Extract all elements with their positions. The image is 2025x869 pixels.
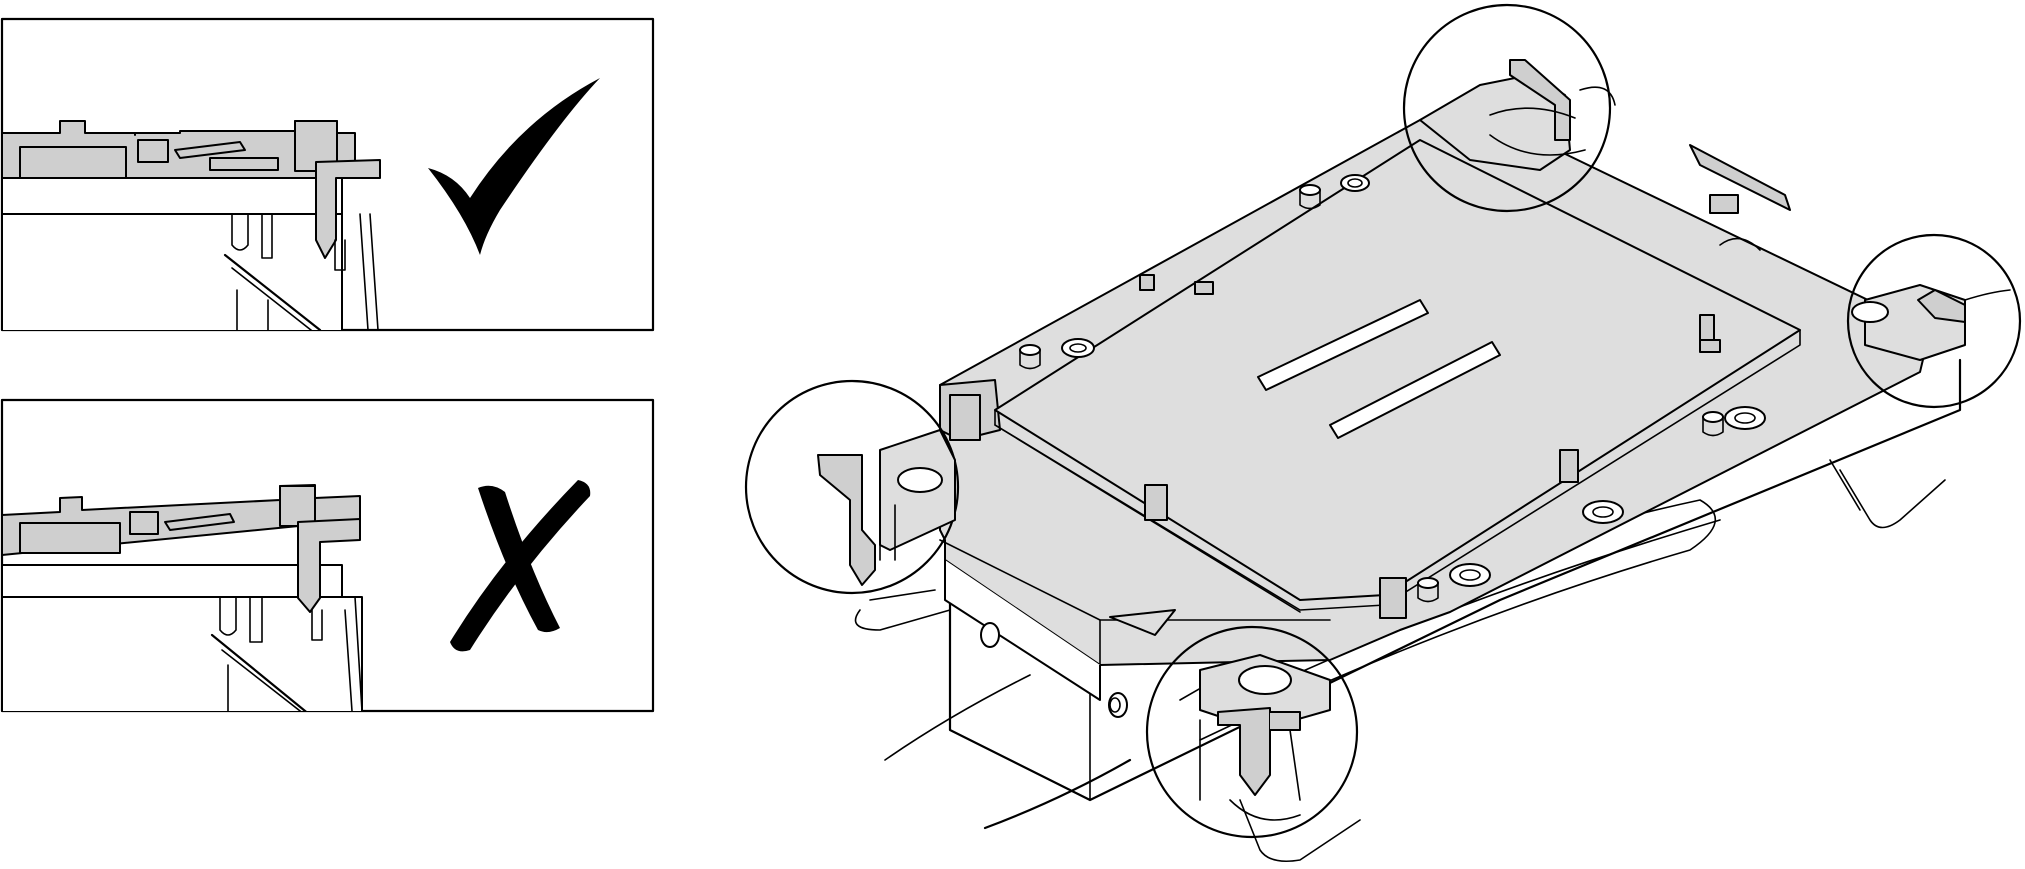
screw-post-3 — [1417, 577, 1439, 603]
incorrect-clip-detail — [2, 484, 363, 711]
side-hole-2 — [1108, 692, 1128, 718]
screw-hole-4 — [1340, 174, 1370, 192]
callout-top — [1402, 3, 1616, 213]
screw-hole-3 — [1449, 563, 1491, 587]
callout-right — [1846, 233, 2022, 409]
checkmark-icon — [428, 78, 600, 255]
screw-hole-5 — [1582, 500, 1624, 524]
incorrect-detail-panel — [0, 398, 655, 713]
correct-detail-panel — [0, 17, 655, 332]
x-mark-icon — [450, 480, 591, 652]
screw-hole-1 — [1061, 338, 1095, 358]
screw-post-1 — [1299, 184, 1321, 210]
screw-hole-2 — [1724, 406, 1766, 430]
side-hole-1 — [980, 622, 1000, 648]
callout-bottom — [1145, 625, 1359, 839]
screw-post-2 — [1019, 344, 1041, 370]
callout-left — [744, 379, 960, 595]
correct-clip-detail — [2, 120, 381, 330]
screw-post-4 — [1702, 411, 1724, 437]
processor-carrier-assembly — [854, 107, 1962, 863]
